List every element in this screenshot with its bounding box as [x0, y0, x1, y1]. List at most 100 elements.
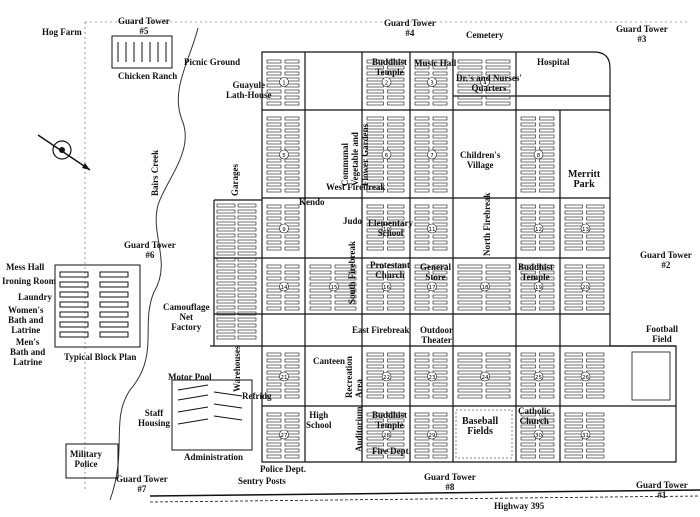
barrack: [564, 382, 583, 387]
barrack: [366, 442, 384, 447]
barrack: [266, 182, 282, 187]
block-number-marker: [427, 371, 437, 382]
protestant-church-label: Protestant Church: [370, 260, 410, 280]
plan-barrack: [59, 321, 89, 328]
barrack: [457, 364, 483, 369]
barrack: [284, 234, 300, 239]
barrack: [586, 418, 605, 423]
barrack: [266, 436, 282, 441]
barrack: [309, 306, 332, 311]
barrack: [432, 164, 448, 169]
block-number-marker: [427, 281, 437, 292]
block-number: 4: [483, 81, 487, 87]
block-number: 25: [535, 375, 542, 381]
barrack: [366, 128, 384, 133]
barrack: [457, 95, 483, 100]
barrack: [564, 454, 583, 459]
barrack: [284, 122, 300, 127]
barrack: [266, 294, 282, 299]
barrack: [284, 388, 300, 393]
barrack: [539, 246, 555, 251]
camouflage-factory-label: Camouflage Net Factory: [163, 302, 210, 332]
barrack: [334, 300, 357, 305]
guard-tower-7: Guard Tower #7: [116, 474, 168, 494]
barrack: [266, 59, 282, 64]
barrack: [539, 176, 555, 181]
barrack: [266, 300, 282, 305]
barrack: [539, 418, 555, 423]
barrack: [564, 294, 583, 299]
barrack: [266, 358, 282, 363]
barrack: [266, 234, 282, 239]
barrack: [457, 288, 483, 293]
childrens-village-label: Children's Village: [460, 150, 501, 170]
barrack: [539, 394, 555, 399]
block-number-marker: [279, 281, 289, 292]
barrack: [414, 89, 430, 94]
barrack: [266, 146, 282, 151]
barrack: [216, 227, 236, 232]
barrack: [366, 364, 384, 369]
barrack: [485, 71, 511, 76]
barrack: [539, 358, 555, 363]
chicken-ranch-label: Chicken Ranch: [118, 71, 178, 81]
barrack: [284, 352, 300, 357]
barrack: [237, 293, 257, 298]
barrack: [266, 370, 282, 375]
barrack: [266, 95, 282, 100]
barrack: [366, 430, 384, 435]
block-number-marker: [329, 281, 339, 292]
barrack: [432, 122, 448, 127]
west-firebreak-label: West Firebreak: [326, 182, 386, 192]
barrack: [539, 128, 555, 133]
barrack: [520, 276, 536, 281]
barrack: [266, 158, 282, 163]
barrack: [216, 269, 236, 274]
barrack: [539, 388, 555, 393]
barrack: [520, 158, 536, 163]
guard-tower-2: Guard Tower #2: [640, 250, 692, 270]
plan-barrack: [59, 311, 89, 318]
typical-block-plan-diagram: [54, 264, 141, 348]
barrack: [586, 412, 605, 417]
block-number: 31: [582, 433, 589, 439]
barrack: [564, 430, 583, 435]
barrack: [485, 288, 511, 293]
barrack: [520, 358, 536, 363]
block-number: 11: [429, 227, 436, 233]
womens-bath-label: Women's Bath and Latrine: [8, 305, 44, 335]
block-number-marker: [480, 77, 490, 87]
barrack: [432, 294, 448, 299]
barrack: [266, 116, 282, 121]
baseball-fields-label: Baseball Fields: [462, 416, 499, 437]
barrack: [387, 234, 405, 239]
barrack: [387, 394, 405, 399]
block-number: 20: [582, 285, 589, 291]
barrack: [284, 182, 300, 187]
barrack: [457, 264, 483, 269]
barrack: [457, 276, 483, 281]
outdoor-theater-label: Outdoor Theater: [420, 325, 454, 345]
barrack: [485, 306, 511, 311]
barrack: [216, 275, 236, 280]
block-number: 24: [482, 375, 489, 381]
barrack: [485, 394, 511, 399]
barrack: [485, 95, 511, 100]
barrack: [539, 216, 555, 221]
barrack: [366, 394, 384, 399]
barrack: [520, 240, 536, 245]
highway-label: Highway 395: [494, 501, 545, 511]
barrack: [387, 270, 405, 275]
barrack: [520, 152, 536, 157]
barrack: [284, 382, 300, 387]
barrack: [216, 233, 236, 238]
barrack: [284, 358, 300, 363]
canteen-label: Canteen: [313, 356, 345, 366]
barrack: [586, 358, 605, 363]
block-number-marker: [381, 371, 392, 382]
barrack: [432, 89, 448, 94]
recreation-area-label: Recreation Area: [344, 356, 364, 398]
barrack: [432, 394, 448, 399]
